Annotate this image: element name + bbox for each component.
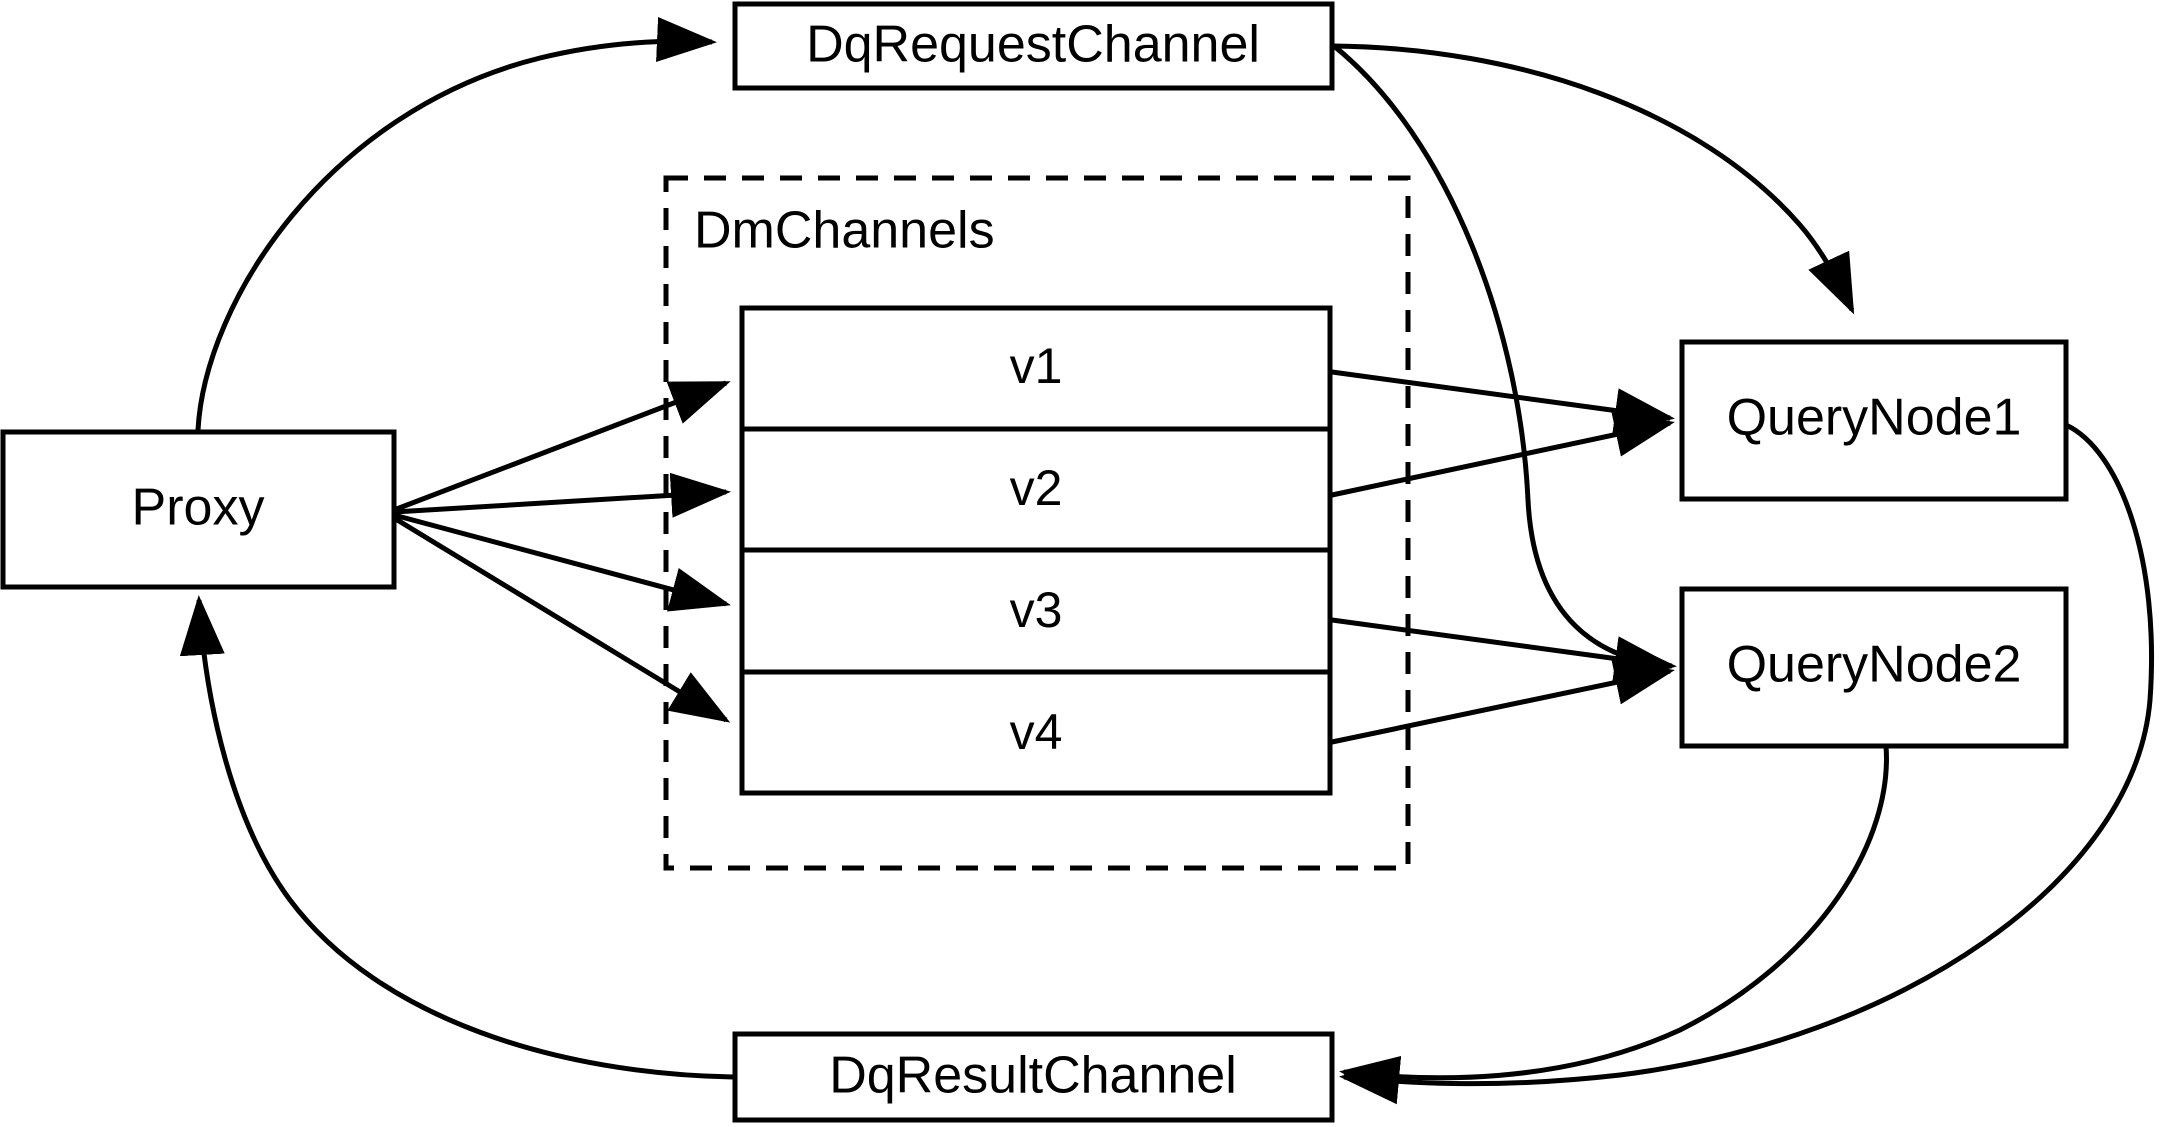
dm-channel-row-label: v4 xyxy=(1010,704,1063,760)
edge-v1-to-querynode1 xyxy=(1331,369,1675,433)
node-querynode2-label: QueryNode2 xyxy=(1727,636,2022,694)
node-dqrequestchannel[interactable]: DqRequestChannel xyxy=(732,1,1335,91)
node-querynode1-box xyxy=(1679,339,2069,502)
node-proxy[interactable]: Proxy xyxy=(0,429,397,590)
node-querynode1-label: QueryNode1 xyxy=(1727,389,2022,447)
edge-proxy-to-v2 xyxy=(393,472,731,518)
edge-proxy-to-v1 xyxy=(393,380,731,513)
edge-dqrequestchannel-to-querynode1 xyxy=(1333,43,1855,315)
node-dqresultchannel[interactable]: DqResultChannel xyxy=(732,1031,1335,1123)
dm-channel-row-v2[interactable]: v2 xyxy=(1010,460,1063,516)
node-querynode2[interactable]: QueryNode2 xyxy=(1679,586,2069,749)
edge-proxy-to-v3 xyxy=(393,512,731,612)
dmchannels-group-label: DmChannels xyxy=(694,202,995,260)
node-proxy-label: Proxy xyxy=(132,479,265,537)
edge-v3-to-querynode2 xyxy=(1331,617,1675,681)
dm-channel-row-label: v3 xyxy=(1010,582,1063,638)
edge-dqrequestchannel-to-querynode2 xyxy=(1332,44,1677,684)
dm-channel-row-label: v1 xyxy=(1010,338,1063,394)
edge-querynode2-to-dqresultchannel xyxy=(1339,745,1889,1101)
dmchannels-group-box xyxy=(663,175,1411,871)
node-proxy-box xyxy=(0,429,397,590)
node-dqresultchannel-box xyxy=(732,1031,1335,1123)
node-dqrequestchannel-box xyxy=(732,1,1335,91)
edge-v4-to-querynode2 xyxy=(1331,660,1675,745)
edge-proxy-to-dqrequestchannel xyxy=(195,17,717,431)
node-querynode1[interactable]: QueryNode1 xyxy=(1679,339,2069,502)
node-dqrequestchannel-label: DqRequestChannel xyxy=(806,16,1260,74)
dm-channel-row-v1[interactable]: v1 xyxy=(1010,338,1063,394)
edge-querynode1-to-dqresultchannel xyxy=(1339,422,2155,1105)
dm-channel-row-label: v2 xyxy=(1010,460,1063,516)
dm-channel-row-v3[interactable]: v3 xyxy=(1010,582,1063,638)
node-querynode2-box xyxy=(1679,586,2069,749)
dm-channel-row-v4[interactable]: v4 xyxy=(1010,704,1063,760)
node-dqresultchannel-label: DqResultChannel xyxy=(829,1047,1237,1105)
edge-proxy-to-v4 xyxy=(392,515,731,723)
edge-dqresultchannel-to-proxy xyxy=(179,595,734,1080)
edge-v2-to-querynode1 xyxy=(1331,412,1675,498)
